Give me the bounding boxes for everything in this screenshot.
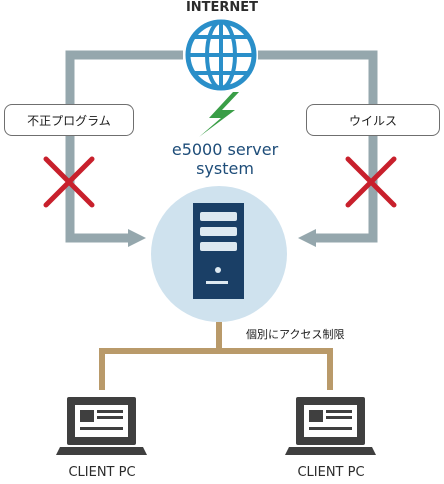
client-pc-label-left: CLIENT PC — [68, 465, 136, 480]
threat-tag-virus: ウイルス — [306, 104, 440, 136]
uplink-right-arrowhead — [298, 229, 316, 247]
server-label-line2: system — [196, 159, 254, 179]
uplink-right-line — [258, 50, 378, 243]
server-icon — [193, 203, 244, 299]
server-system-label: e5000 server system — [128, 140, 322, 178]
threat-tag-malware: 不正プログラム — [4, 104, 134, 136]
lan-access-label: 個別にアクセス制限 — [246, 328, 345, 341]
internet-label: INTERNET — [185, 0, 259, 15]
uplink-left-arrowhead — [128, 229, 146, 247]
threat-tag-malware-text: 不正プログラム — [27, 113, 111, 128]
uplink-left-line — [65, 50, 183, 243]
threat-tag-virus-text: ウイルス — [348, 113, 397, 128]
client-pc-label-right: CLIENT PC — [297, 465, 365, 480]
block-x-icon-left — [43, 156, 95, 208]
server-label-line1: e5000 server — [171, 140, 279, 159]
laptop-icon-right — [285, 397, 376, 455]
block-x-icon-right — [345, 156, 397, 208]
laptop-icon-left — [56, 397, 147, 455]
lan-line — [99, 322, 333, 390]
globe-icon — [185, 19, 257, 91]
lightning-icon — [199, 92, 239, 137]
